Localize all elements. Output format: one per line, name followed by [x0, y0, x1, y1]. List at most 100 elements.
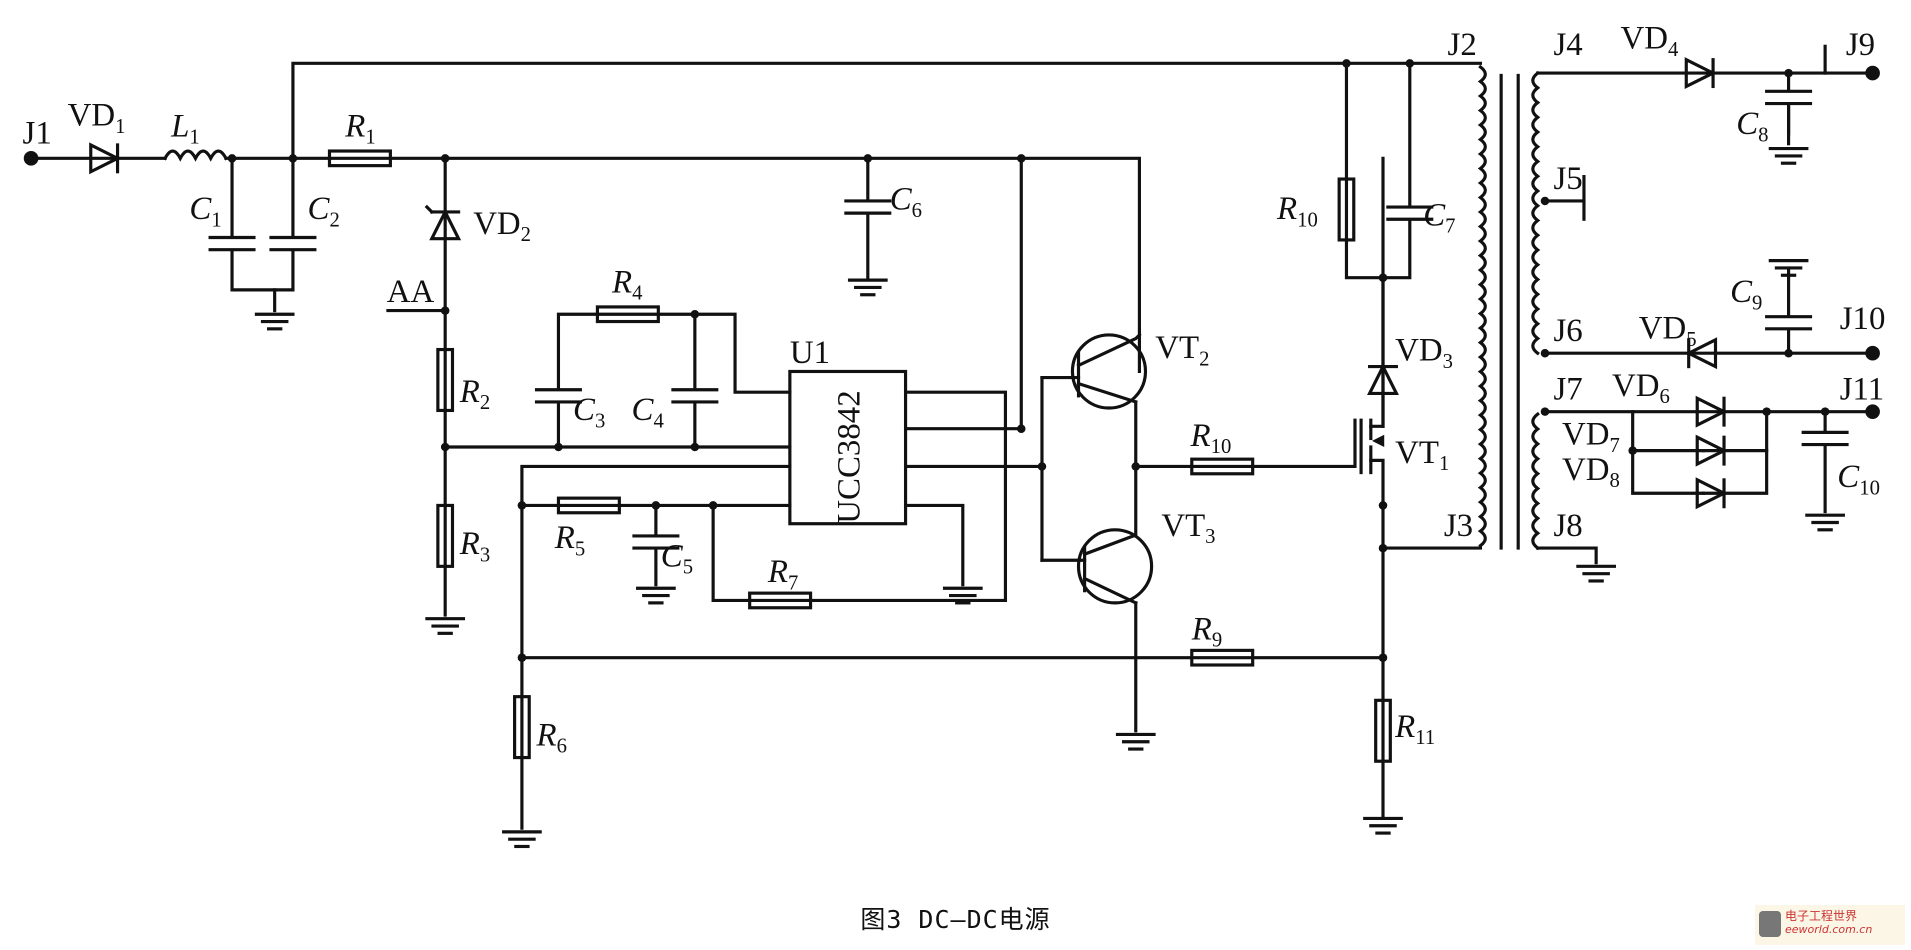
label-vd5: VD5: [1639, 311, 1697, 351]
resistor: [748, 591, 813, 610]
label-aa: AA: [387, 274, 435, 310]
label-subscript: 9: [1212, 630, 1222, 652]
diode-icon: [1695, 434, 1728, 467]
label-j5: J5: [1554, 161, 1583, 197]
label-main: VD: [1395, 333, 1442, 369]
label-subscript: 4: [653, 410, 664, 432]
cap-gap: [268, 236, 318, 251]
resistor: [595, 305, 660, 324]
label-subscript: 5: [683, 557, 693, 579]
label-main: C: [1730, 274, 1753, 310]
terminal: [1865, 404, 1880, 419]
wire: [224, 156, 1141, 374]
diode-icon: [1695, 395, 1728, 428]
label-main: C: [890, 181, 913, 217]
resistor: [327, 149, 392, 168]
junction-dot: [708, 501, 718, 510]
label-vd7: VD7: [1562, 417, 1620, 457]
label-j4: J4: [1554, 27, 1583, 63]
label-main: VD: [1612, 368, 1659, 404]
label-subscript: 6: [912, 200, 922, 222]
junction-dot: [1784, 348, 1793, 358]
resistor: [436, 503, 455, 568]
junction-dot: [1378, 543, 1388, 553]
label-main: J2: [1448, 27, 1477, 63]
components: [23, 57, 1880, 849]
label-subscript: 1: [1439, 453, 1449, 475]
label-main: R: [344, 108, 365, 144]
label-vt1: VT1: [1395, 435, 1449, 475]
label-c7: C7: [1423, 197, 1455, 237]
winding-icon: [1477, 64, 1487, 548]
label-main: C: [573, 392, 596, 428]
junction-dot: [1017, 424, 1026, 433]
label-main: R: [459, 526, 480, 562]
label-c3: C3: [573, 392, 605, 432]
junction-dot: [440, 306, 450, 315]
winding-icon: [1531, 70, 1541, 356]
label-r3: R3: [459, 526, 490, 566]
label-main: VD: [1562, 417, 1609, 453]
label-subscript: 1: [115, 116, 125, 138]
label-main: VD: [473, 206, 520, 242]
label-subscript: 6: [1659, 386, 1669, 408]
ic-part-number: UCC3842: [831, 390, 867, 523]
label-main: R: [459, 374, 480, 410]
junction-dot: [1405, 59, 1415, 68]
wire: [1701, 410, 1769, 495]
label-subscript: 2: [329, 210, 339, 232]
label-vd8: VD8: [1562, 452, 1620, 492]
watermark-line1: 电子工程世界: [1785, 909, 1858, 923]
label-vd4: VD4: [1621, 21, 1679, 61]
label-subscript: 5: [575, 538, 585, 560]
label-main: C: [1837, 459, 1860, 495]
cap-gap: [1764, 315, 1813, 331]
label-main: R: [554, 520, 575, 556]
label-subscript: 2: [480, 392, 490, 414]
label-main: J1: [23, 116, 52, 152]
wire: [520, 464, 792, 660]
label-subscript: 1: [189, 127, 199, 149]
terminal: [1865, 65, 1880, 81]
junction-dot: [1784, 68, 1793, 78]
junction-dot: [288, 154, 298, 163]
label-vt2: VT2: [1155, 330, 1209, 370]
junction-dot: [651, 501, 661, 510]
label-c9: C9: [1730, 274, 1762, 314]
label-subscript: 3: [595, 410, 605, 432]
label-subscript: 3: [480, 544, 490, 566]
label-subscript: 11: [1415, 727, 1435, 749]
label-r5: R5: [554, 520, 585, 560]
wire: [1076, 381, 1138, 404]
diode-icon: [1684, 57, 1717, 90]
label-j9: J9: [1846, 27, 1875, 63]
label-subscript: 8: [1610, 470, 1620, 492]
label-main: R: [1394, 709, 1415, 745]
label-main: VT: [1155, 330, 1199, 366]
label-main: R: [536, 717, 557, 753]
junction-dot: [1378, 501, 1388, 510]
figure-caption: 图3 DC—DC电源: [860, 905, 1051, 934]
label-subscript: 6: [557, 736, 567, 758]
label-main: R: [1190, 418, 1211, 454]
label-subscript: 10: [1211, 436, 1232, 458]
wire: [1369, 458, 1385, 818]
label-subscript: 3: [1205, 526, 1215, 548]
label-main: J6: [1554, 313, 1583, 349]
label-main: U1: [790, 335, 830, 371]
junction-dot: [1628, 446, 1637, 455]
wire: [1536, 546, 1598, 565]
wire: [1631, 410, 1705, 495]
label-main: L: [170, 108, 189, 144]
junction-dot: [1540, 348, 1550, 358]
label-c2: C2: [308, 191, 340, 231]
diode-icon: [1685, 337, 1718, 370]
label-subscript: 8: [1758, 124, 1768, 146]
watermark-line2: eeworld.com.cn: [1785, 923, 1873, 936]
resistor: [1190, 457, 1255, 476]
label-r1: R1: [344, 108, 375, 148]
cap-gap: [207, 236, 257, 251]
junction-dot: [690, 442, 700, 452]
junction-dot: [554, 442, 563, 452]
label-c4: C4: [632, 392, 665, 432]
